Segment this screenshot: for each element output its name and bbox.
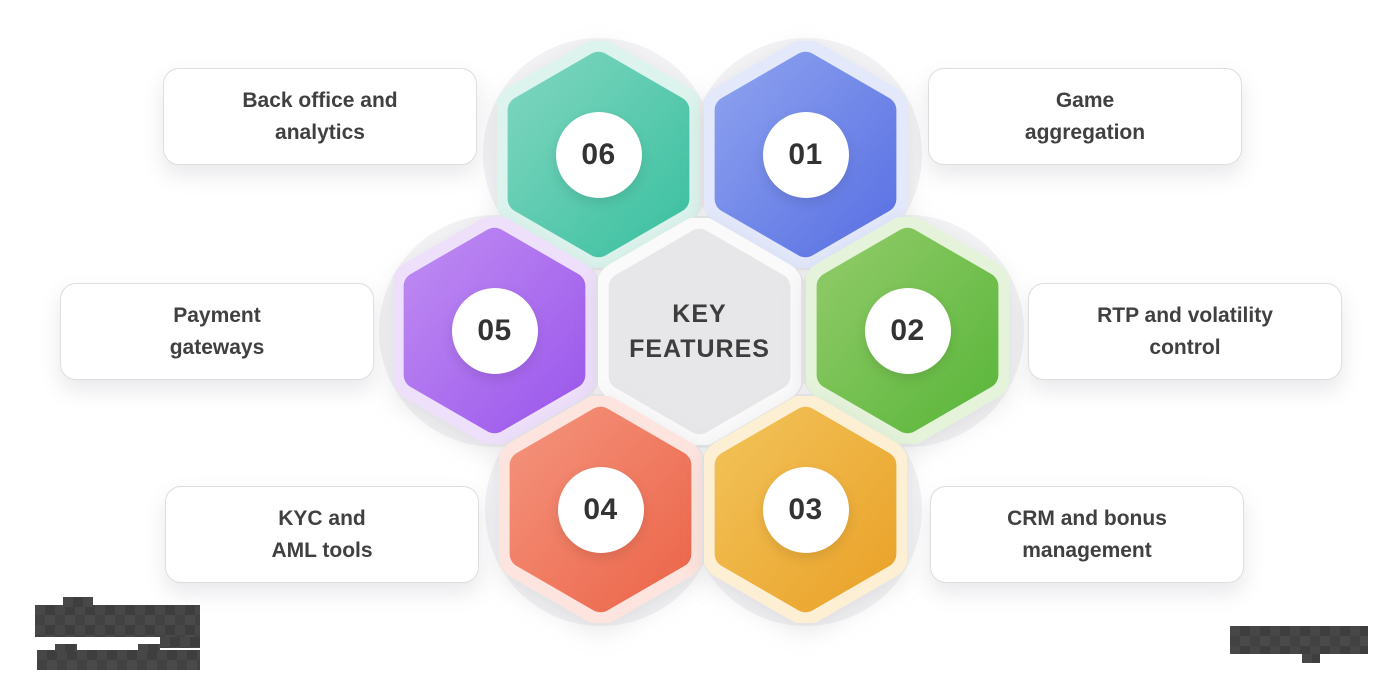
redacted-logo-row: [35, 605, 200, 637]
diagram-title-line2: FEATURES: [629, 334, 770, 363]
feature-label-text: KYC and AML tools: [271, 503, 372, 566]
redacted-logo-row: [37, 650, 200, 670]
hexagon-02: 02: [806, 217, 1009, 444]
feature-label-text: Game aggregation: [1025, 85, 1145, 148]
label-line: Game: [1055, 89, 1115, 112]
label-line: Payment: [173, 304, 261, 327]
label-line: management: [1022, 538, 1152, 562]
feature-label-text: Back office and analytics: [242, 85, 397, 148]
feature-number: 02: [890, 313, 925, 347]
diagram-title-line1: KEY: [672, 299, 727, 328]
number-badge-05: 05: [451, 287, 538, 374]
label-line: AML tools: [271, 538, 373, 562]
feature-label-text: Payment gateways: [170, 300, 265, 363]
number-badge-03: 03: [762, 466, 849, 553]
feature-number: 05: [477, 313, 512, 347]
feature-number: 06: [581, 137, 616, 171]
diagram-title: KEY FEATURES: [598, 218, 801, 445]
hexagon-06: 06: [497, 41, 700, 268]
feature-label-text: CRM and bonus management: [1007, 503, 1167, 566]
hexagon-shape: [608, 228, 791, 435]
feature-label-rtp-volatility: RTP and volatility control: [1028, 283, 1342, 380]
feature-number: 04: [583, 492, 618, 526]
redacted-logo-bump: [138, 644, 160, 652]
redacted-logo-descender: [160, 637, 200, 648]
label-line: RTP and volatility: [1097, 304, 1273, 327]
redacted-logo-bump: [63, 597, 93, 607]
label-line: Back office and: [242, 89, 398, 112]
hexagon-05: 05: [393, 217, 596, 444]
number-badge-04: 04: [557, 466, 644, 553]
number-badge-02: 02: [864, 287, 951, 374]
redacted-logo-bump: [55, 644, 77, 652]
label-line: KYC and: [278, 507, 366, 530]
hexagon-04: 04: [499, 396, 702, 623]
feature-label-back-office: Back office and analytics: [163, 68, 477, 165]
number-badge-06: 06: [555, 111, 642, 198]
label-line: aggregation: [1024, 120, 1146, 144]
hexagon-03: 03: [704, 396, 907, 623]
redacted-text-descender: [1302, 654, 1320, 663]
feature-label-kyc-aml: KYC and AML tools: [165, 486, 479, 583]
feature-label-payment-gateways: Payment gateways: [60, 283, 374, 380]
feature-label-text: RTP and volatility control: [1097, 300, 1273, 363]
label-line: CRM and bonus: [1007, 507, 1167, 530]
label-line: control: [1149, 335, 1221, 359]
feature-label-game-aggregation: Game aggregation: [928, 68, 1242, 165]
label-line: analytics: [275, 120, 365, 144]
hexagon-01: 01: [704, 41, 907, 268]
number-badge-01: 01: [762, 111, 849, 198]
redacted-text-row: [1230, 626, 1368, 654]
feature-number: 01: [788, 137, 823, 171]
hexagon-center: KEY FEATURES: [598, 218, 801, 445]
feature-label-crm-bonus: CRM and bonus management: [930, 486, 1244, 583]
label-line: gateways: [169, 335, 265, 359]
feature-number: 03: [788, 492, 823, 526]
